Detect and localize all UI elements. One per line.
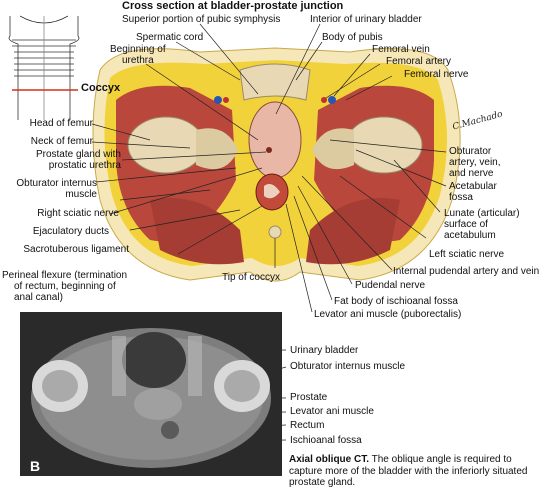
label-perineal-flexure-1: Perineal flexure (termination: [2, 270, 128, 281]
ct-label-ischioanal-fossa: Ischioanal fossa: [290, 435, 362, 446]
label-lunate-surface-2: surface of: [444, 219, 488, 230]
label-lunate-surface-1: Lunate (articular): [444, 208, 520, 219]
label-pudendal-nerve: Pudendal nerve: [355, 280, 426, 291]
label-neck-of-femur: Neck of femur: [30, 136, 93, 147]
ct-caption-text: The oblique angle is required to capture…: [289, 454, 528, 488]
label-acetabular-fossa-1: Acetabular: [449, 181, 497, 192]
ct-scan-image: [20, 312, 282, 476]
ct-panel-letter: B: [30, 458, 41, 474]
label-femoral-nerve: Femoral nerve: [404, 69, 469, 80]
ct-label-levator-ani: Levator ani muscle: [290, 406, 374, 417]
label-superior-pubic-symphysis: Superior portion of pubic symphysis: [122, 14, 281, 25]
label-prostate-1: Prostate gland with: [35, 149, 121, 160]
ct-caption-bold: Axial oblique CT.: [289, 454, 370, 465]
label-spermatic-cord: Spermatic cord: [136, 32, 204, 43]
label-ejaculatory-ducts: Ejaculatory ducts: [32, 226, 109, 237]
label-body-of-pubis: Body of pubis: [322, 32, 383, 43]
ct-caption: Axial oblique CT. The oblique angle is r…: [289, 454, 547, 489]
label-beginning-urethra-2: urethra: [122, 55, 154, 66]
label-obturator-avn-3: and nerve: [449, 168, 494, 179]
label-femoral-vein: Femoral vein: [372, 44, 430, 55]
label-levator-ani-puborectalis: Levator ani muscle (puborectalis): [314, 309, 462, 320]
ct-label-prostate: Prostate: [290, 392, 328, 403]
ct-label-urinary-bladder: Urinary bladder: [290, 345, 359, 356]
label-perineal-flexure-2: of rectum, beginning of: [14, 281, 116, 292]
coccyx-key-label: Coccyx: [81, 82, 121, 94]
label-right-sciatic-nerve: Right sciatic nerve: [37, 208, 119, 219]
label-obturator-internus-1: Obturator internus: [16, 178, 97, 189]
ct-scan-drawing: [31, 328, 271, 468]
ct-label-rectum: Rectum: [290, 420, 325, 431]
label-prostate-2: prostatic urethra: [48, 160, 121, 171]
label-obturator-avn-2: artery, vein,: [449, 157, 501, 168]
label-perineal-flexure-3: anal canal): [14, 292, 63, 303]
ct-label-obturator-internus: Obturator internus muscle: [290, 361, 406, 372]
label-femoral-artery: Femoral artery: [386, 56, 452, 67]
label-tip-of-coccyx: Tip of coccyx: [222, 272, 280, 283]
label-head-of-femur: Head of femur: [29, 118, 93, 129]
cross-section-body: [92, 47, 461, 282]
label-internal-pudendal: Internal pudendal artery and vein: [393, 266, 540, 277]
figure-title: Cross section at bladder-prostate juncti…: [122, 0, 344, 12]
level-key-diagram: [8, 15, 80, 120]
label-fat-body: Fat body of ischioanal fossa: [334, 296, 458, 307]
label-lunate-surface-3: acetabulum: [444, 230, 496, 241]
label-obturator-internus-2: muscle: [65, 189, 97, 200]
label-sacrotuberous-ligament: Sacrotuberous ligament: [23, 244, 129, 255]
label-interior-urinary-bladder: Interior of urinary bladder: [310, 14, 422, 25]
label-left-sciatic-nerve: Left sciatic nerve: [429, 249, 505, 260]
leader-lines: [91, 23, 447, 313]
label-obturator-avn-1: Obturator: [449, 146, 492, 157]
label-acetabular-fossa-2: fossa: [449, 192, 473, 203]
label-beginning-urethra-1: Beginning of: [110, 44, 166, 55]
